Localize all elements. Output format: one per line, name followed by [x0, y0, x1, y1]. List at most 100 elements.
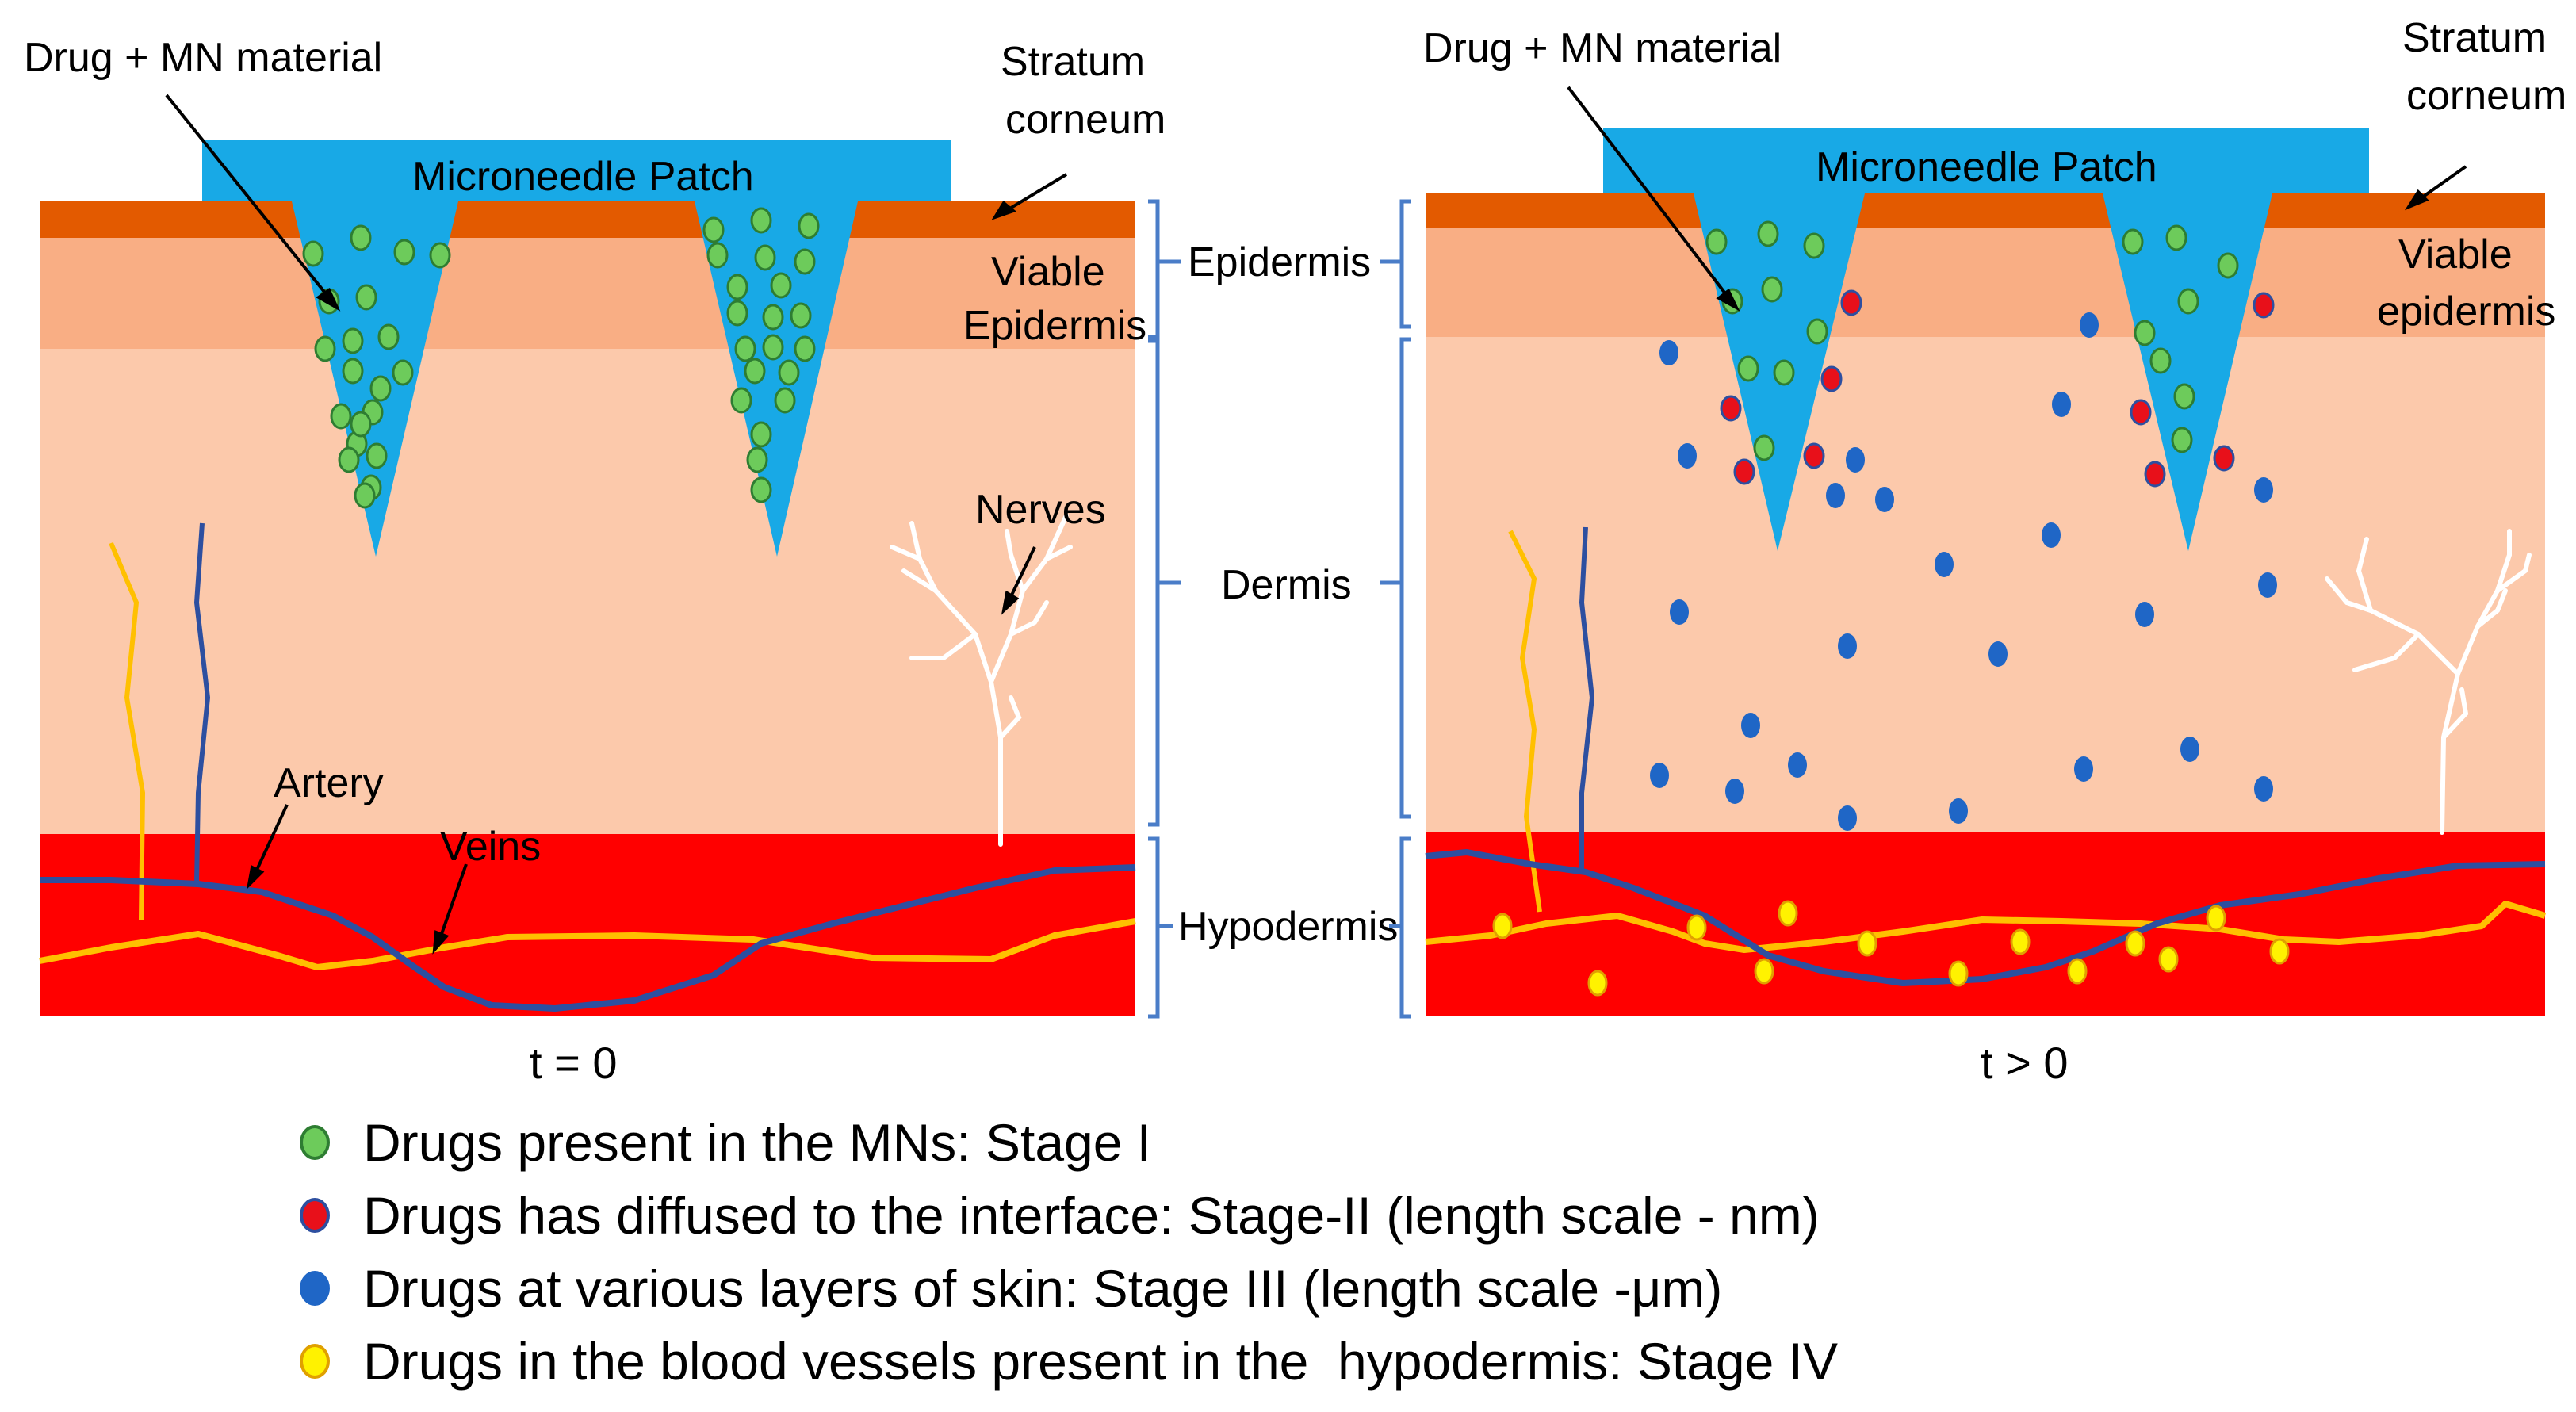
- stage1-drug-dot: [2173, 383, 2195, 410]
- stage2-drug-dot: [1720, 395, 1742, 422]
- stage1-drug-dot: [369, 375, 392, 402]
- right-veins-curve: [1425, 901, 2547, 953]
- left-panel: Drug + MN material Stratum corneum Micro…: [24, 35, 1166, 1088]
- stage4-drug-dot: [2125, 930, 2145, 957]
- stage4-drug-dot: [1492, 913, 1513, 939]
- stage1-drug-dot: [1757, 220, 1779, 247]
- right-stratum-corneum-layer: [1426, 193, 2545, 228]
- left-veins-label: Veins: [440, 824, 541, 870]
- stage3-drug-dot: [1949, 798, 1968, 824]
- stage3-drug-dot: [2135, 602, 2154, 627]
- right-drugs: [1492, 220, 2290, 997]
- right-dermis-layer: [1426, 337, 2545, 832]
- stage2-drug-dot: [1820, 365, 1843, 392]
- right-stratum-label-line1: Stratum: [2402, 15, 2547, 61]
- stage3-drug-dot: [2258, 572, 2277, 598]
- stage1-drug-dot: [2149, 347, 2172, 374]
- right-time-label: t > 0: [1981, 1038, 2069, 1088]
- stage1-drug-dot: [790, 302, 812, 329]
- legend-row-stage2: Drugs has diffused to the interface: Sta…: [293, 1179, 1838, 1252]
- stage3-drug-dot: [1875, 487, 1894, 512]
- stage1-drug-dot: [1753, 434, 1775, 461]
- stage3-drug-dot: [1741, 713, 1760, 738]
- stage1-drug-dot: [734, 335, 756, 362]
- right-stratum-label-line2: corneum: [2406, 73, 2566, 119]
- stage1-drug-dot: [342, 327, 364, 354]
- stage4-drug-dot: [2158, 946, 2179, 973]
- stage2-drug-dot: [2144, 461, 2166, 488]
- stage1-drug-dot: [350, 411, 372, 438]
- left-nerves-icon: [890, 513, 1073, 847]
- stage1-drug-dot: [726, 274, 748, 300]
- stage1-drug-dot: [746, 446, 768, 473]
- legend-row-stage3: Drugs at various layers of skin: Stage I…: [293, 1252, 1838, 1325]
- stage3-drug-dot: [1678, 443, 1697, 469]
- stage1-drug-dot: [770, 272, 792, 299]
- stage1-drug-dot: [730, 387, 752, 414]
- stage1-drug-dot: [750, 421, 772, 448]
- stage1-drug-dot: [1806, 318, 1828, 345]
- stage1-drug-dot: [2122, 228, 2144, 255]
- stage4-drug-dot: [1948, 960, 1969, 987]
- stage2-drug-dot: [2253, 292, 2275, 319]
- stage3-drug-dot: [2254, 776, 2273, 802]
- stage3-drug-dot: [1650, 763, 1669, 788]
- stage4-drug-dot: [2269, 938, 2290, 965]
- stage4-drug-dot: [2067, 958, 2088, 985]
- stage1-drug-dot: [750, 207, 772, 234]
- left-artery-label: Artery: [274, 760, 384, 806]
- legend-label: Drugs present in the MNs: Stage I: [363, 1113, 1152, 1172]
- stage1-drug-dot: [706, 242, 729, 269]
- legend-label: Drugs has diffused to the interface: Sta…: [363, 1186, 1820, 1245]
- stage2-drug-dot: [1840, 289, 1862, 316]
- right-vein-vessel: [1508, 530, 1542, 913]
- right-artery-vessel: [1579, 526, 1595, 874]
- stage3-drug-dot: [1935, 552, 1954, 577]
- stage1-drug-dot: [744, 358, 766, 385]
- epidermis-label: Epidermis: [1188, 239, 1371, 285]
- right-annotation-arrows: [1567, 86, 2467, 312]
- stage3-drug-dot: [2254, 477, 2273, 503]
- stage3-drug-dot: [2080, 312, 2099, 338]
- stage1-drug-dot: [2165, 224, 2187, 251]
- stage1-drug-dot: [429, 242, 451, 269]
- stage4-drug-dot: [1686, 914, 1707, 941]
- stage1-drug-dot: [2134, 320, 2156, 346]
- stage1-drug-dot: [1773, 359, 1795, 386]
- right-viable-epidermis-layer: [1426, 228, 2545, 337]
- stage1-drug-dot: [794, 335, 816, 362]
- stage3-drug-dot: [2042, 522, 2061, 548]
- left-patch-label: Microneedle Patch: [412, 154, 754, 200]
- left-stratum-label-line1: Stratum: [1001, 39, 1145, 85]
- stage1-drug-dot: [754, 244, 776, 271]
- stage3-drug-dot: [1846, 447, 1865, 473]
- stage4-drug-dot: [1857, 930, 1877, 957]
- stage4-drug-dot: [1587, 970, 1608, 997]
- stage1-drug-dot: [2177, 288, 2199, 315]
- stage1-drug-dot: [1761, 276, 1783, 303]
- stage3-drug-dot: [1838, 805, 1857, 831]
- stage3-drug-dot: [1725, 779, 1744, 804]
- right-artery-curve: [1425, 849, 2546, 986]
- stage4-drug-dot: [2206, 905, 2226, 932]
- left-artery-vessel: [193, 522, 211, 885]
- stage1-drug-dot: [355, 284, 377, 311]
- stage1-drug-dot: [350, 224, 372, 251]
- stage1-drug-dot: [338, 446, 360, 473]
- stage4-drug-dot: [2010, 928, 2031, 955]
- green-circle-icon: [300, 1125, 330, 1160]
- hypodermis-label: Hypodermis: [1178, 904, 1398, 950]
- stage1-drug-dot: [750, 476, 772, 503]
- stage1-drug-dot: [354, 482, 376, 509]
- right-viable-label-line2: epidermis: [2377, 289, 2555, 335]
- yellow-circle-icon: [300, 1344, 330, 1379]
- legend-row-stage4: Drugs in the blood vessels present in th…: [293, 1325, 1838, 1398]
- left-drug-mn-label: Drug + MN material: [24, 35, 382, 81]
- stage2-drug-dot: [2213, 445, 2235, 472]
- left-stratum-label-line2: corneum: [1005, 97, 1166, 143]
- right-panel: Drug + MN material Stratum corneum Micro…: [1423, 15, 2566, 1088]
- stage1-drug-dot: [778, 359, 800, 386]
- red-circle-icon: [300, 1198, 330, 1233]
- stage1-drug-dot: [342, 358, 364, 385]
